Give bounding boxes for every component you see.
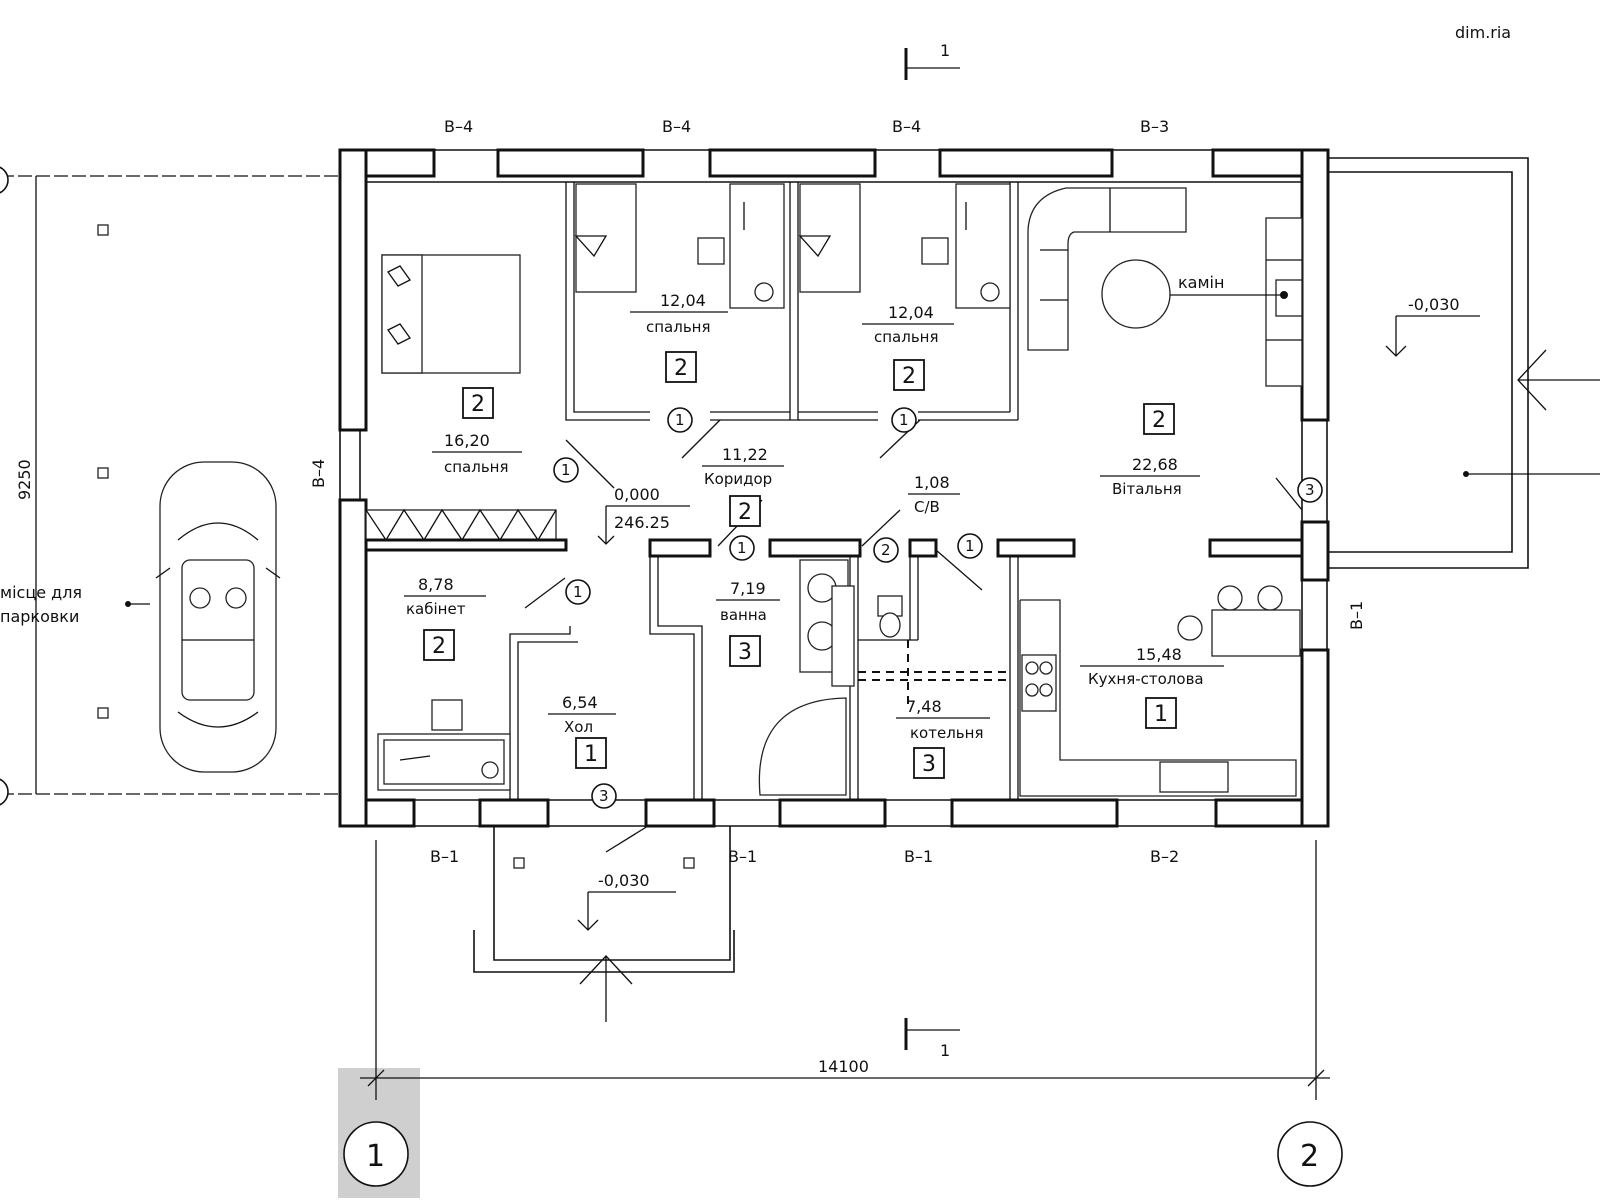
svg-text:Коридор: Коридор — [704, 470, 772, 488]
svg-text:В–1: В–1 — [1347, 601, 1366, 630]
svg-text:1: 1 — [561, 461, 571, 479]
room-wc: 1,08 С/В — [908, 473, 960, 516]
dimension-line: 14100 — [360, 840, 1330, 1100]
window-labels: В–4 В–4 В–4 В–3 В–1 В–1 В–1 В–2 В–4 В–1 — [309, 117, 1366, 866]
svg-text:1: 1 — [965, 537, 975, 555]
svg-text:22,68: 22,68 — [1132, 455, 1178, 474]
car-icon — [155, 461, 281, 773]
svg-text:11,22: 11,22 — [722, 445, 768, 464]
room-boiler: 7,48 котельня 3 — [896, 697, 990, 779]
svg-text:ванна: ванна — [720, 606, 767, 624]
elevation-mark: 0,000 246.25 — [597, 485, 690, 545]
svg-text:3: 3 — [1305, 481, 1315, 499]
svg-text:2: 2 — [1300, 1139, 1319, 1174]
svg-text:-0,030: -0,030 — [598, 871, 650, 890]
room-corridor: 11,22 Коридор 2 — [702, 445, 784, 527]
exterior-walls — [338, 148, 1330, 828]
svg-text:2: 2 — [432, 634, 446, 659]
room-office: 8,78 кабінет 2 — [404, 575, 486, 661]
svg-text:246.25: 246.25 — [614, 513, 670, 532]
svg-text:В–4: В–4 — [892, 117, 921, 136]
parking-label-2: парковки — [0, 607, 79, 626]
svg-text:1: 1 — [573, 583, 583, 601]
svg-text:1: 1 — [584, 742, 598, 767]
svg-text:1: 1 — [675, 411, 685, 429]
svg-text:В–1: В–1 — [430, 847, 459, 866]
svg-text:спальня: спальня — [444, 458, 509, 476]
svg-text:В–4: В–4 — [662, 117, 691, 136]
svg-text:В–2: В–2 — [1150, 847, 1179, 866]
room-bedroom-2: 12,04 спальня 2 — [630, 291, 728, 383]
svg-text:15,48: 15,48 — [1136, 645, 1182, 664]
terrace: -0,030 — [1328, 157, 1600, 569]
grid-axis-2: 2 — [1277, 1121, 1343, 1187]
svg-text:2: 2 — [1152, 408, 1166, 433]
room-kitchen: 15,48 Кухня-столова 1 — [1080, 645, 1224, 729]
svg-text:12,04: 12,04 — [660, 291, 706, 310]
svg-text:1: 1 — [737, 539, 747, 557]
svg-text:12,04: 12,04 — [888, 303, 934, 322]
svg-text:В–1: В–1 — [728, 847, 757, 866]
svg-text:котельня: котельня — [910, 724, 983, 742]
svg-text:1,08: 1,08 — [914, 473, 950, 492]
svg-text:В–3: В–3 — [1140, 117, 1169, 136]
svg-text:-0,030: -0,030 — [1408, 295, 1460, 314]
scan-blank — [420, 1090, 950, 1200]
svg-text:2: 2 — [674, 356, 688, 381]
room-bedroom-3: 12,04 спальня 2 — [862, 303, 954, 391]
svg-text:7,19: 7,19 — [730, 579, 766, 598]
svg-text:6,54: 6,54 — [562, 693, 598, 712]
svg-text:Вітальня: Вітальня — [1112, 480, 1182, 498]
svg-text:1: 1 — [366, 1139, 385, 1174]
svg-text:1: 1 — [940, 1041, 950, 1060]
svg-text:2: 2 — [902, 364, 916, 389]
svg-text:2: 2 — [881, 541, 891, 559]
svg-text:В–4: В–4 — [444, 117, 473, 136]
svg-text:3: 3 — [738, 640, 752, 665]
svg-text:кабінет: кабінет — [406, 600, 466, 618]
dim-horizontal: 14100 — [818, 1057, 869, 1076]
room-hall: 6,54 Хол 1 — [548, 693, 616, 769]
svg-text:3: 3 — [922, 752, 936, 777]
dim-vertical: 9250 — [15, 459, 34, 500]
svg-text:Кухня-столова: Кухня-столова — [1088, 670, 1204, 688]
svg-text:2: 2 — [738, 500, 752, 525]
room-bedroom-1: 16,20 спальня 2 — [432, 387, 522, 476]
svg-text:7,48: 7,48 — [906, 697, 942, 716]
svg-text:В–4: В–4 — [309, 459, 328, 488]
section-mark-top: 1 — [904, 41, 960, 80]
furniture — [377, 183, 1303, 797]
svg-text:спальня: спальня — [646, 318, 711, 336]
svg-text:2: 2 — [471, 392, 485, 417]
svg-text:1: 1 — [1154, 702, 1168, 727]
section-mark-bottom: 1 — [904, 1018, 960, 1060]
room-bathroom: 7,19 ванна 3 — [716, 579, 780, 667]
grid-axis-1: 1 — [343, 1121, 409, 1187]
svg-text:0,000: 0,000 — [614, 485, 660, 504]
porch: -0,030 — [473, 826, 735, 1022]
parking-area: 9250 місце для парковки — [0, 166, 340, 806]
fireplace-label: камін — [1178, 273, 1224, 292]
svg-text:Хол: Хол — [564, 718, 593, 736]
door-marks: 1 1 1 1 1 1 2 3 3 — [553, 407, 1323, 809]
svg-text:8,78: 8,78 — [418, 575, 454, 594]
svg-text:В–1: В–1 — [904, 847, 933, 866]
room-living: 22,68 Вітальня 2 — [1100, 403, 1200, 498]
interior-walls — [364, 182, 1304, 800]
svg-text:16,20: 16,20 — [444, 431, 490, 450]
parking-label-1: місце для — [0, 583, 82, 602]
svg-text:3: 3 — [599, 787, 609, 805]
svg-text:1: 1 — [940, 41, 950, 60]
svg-text:С/В: С/В — [914, 498, 940, 516]
svg-text:спальня: спальня — [874, 328, 939, 346]
svg-text:1: 1 — [899, 411, 909, 429]
watermark: dim.ria — [1455, 23, 1511, 42]
